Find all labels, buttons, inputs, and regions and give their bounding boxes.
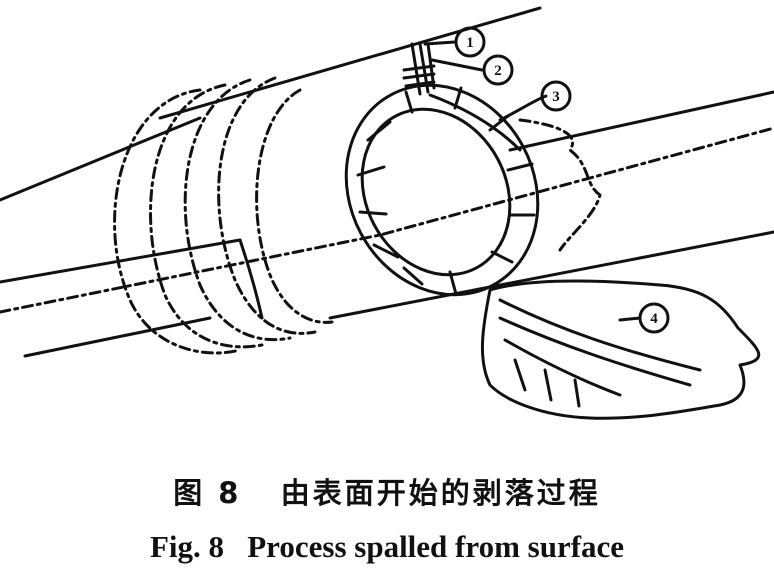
roller xyxy=(506,162,534,172)
crack-lines xyxy=(402,64,436,88)
figure-caption-chinese: 图 8 由表面开始的剥落过程 xyxy=(173,476,601,510)
shaft-edge-bottom xyxy=(328,230,774,320)
collar-ring-1 xyxy=(113,88,242,355)
shaft-centerline xyxy=(0,126,774,314)
leader-2 xyxy=(430,58,484,72)
roller xyxy=(490,250,514,264)
shaft xyxy=(0,6,774,358)
leader-1 xyxy=(423,40,457,46)
callout-1-label: 1 xyxy=(466,35,474,51)
flake-groove-3 xyxy=(503,338,622,397)
rolling-elements xyxy=(356,86,536,296)
flake-texture xyxy=(513,358,581,408)
roller xyxy=(372,243,400,259)
callout-3: 3 xyxy=(540,80,572,112)
callout-1: 1 xyxy=(454,26,486,58)
race-outer xyxy=(344,83,540,297)
callout-2-label: 2 xyxy=(494,63,502,79)
callout-2: 2 xyxy=(482,54,514,86)
collar-ring-2 xyxy=(149,83,264,349)
spalling-diagram: 1 2 3 4 xyxy=(0,6,774,420)
callout-4-label: 4 xyxy=(650,311,658,327)
bearing-race xyxy=(344,83,540,297)
roller xyxy=(404,90,414,114)
spalled-flake xyxy=(481,279,761,420)
spalled-zone-outline xyxy=(518,118,602,252)
collar-ring-4 xyxy=(217,76,317,335)
shaft-edge-right-upper xyxy=(508,90,774,152)
roller xyxy=(402,266,424,286)
shaft-edge-lower-left xyxy=(23,316,212,358)
flake-groove-2 xyxy=(498,316,692,387)
callout-4: 4 xyxy=(638,302,670,334)
figure-caption-english: Fig. 8 Process spalled from surface xyxy=(149,529,625,564)
roller xyxy=(448,270,458,296)
collar-ring-3 xyxy=(183,78,292,342)
collar-rings xyxy=(113,76,334,355)
roller xyxy=(356,165,386,177)
spall-path xyxy=(428,93,522,152)
roller xyxy=(358,210,388,216)
callout-3-label: 3 xyxy=(552,89,560,105)
roller xyxy=(366,120,392,142)
leader-4 xyxy=(618,316,642,322)
callout-leaders xyxy=(423,40,642,322)
leader-3 xyxy=(498,94,548,122)
shaft-edge-top xyxy=(158,6,542,120)
collar-step xyxy=(238,238,264,320)
flake-outline xyxy=(481,279,761,420)
crack-origin xyxy=(402,42,522,152)
race-inner xyxy=(360,107,512,277)
collar-ring-5 xyxy=(255,88,334,324)
shaft-edge-mid xyxy=(0,238,242,284)
flake-groove-1 xyxy=(498,298,702,372)
